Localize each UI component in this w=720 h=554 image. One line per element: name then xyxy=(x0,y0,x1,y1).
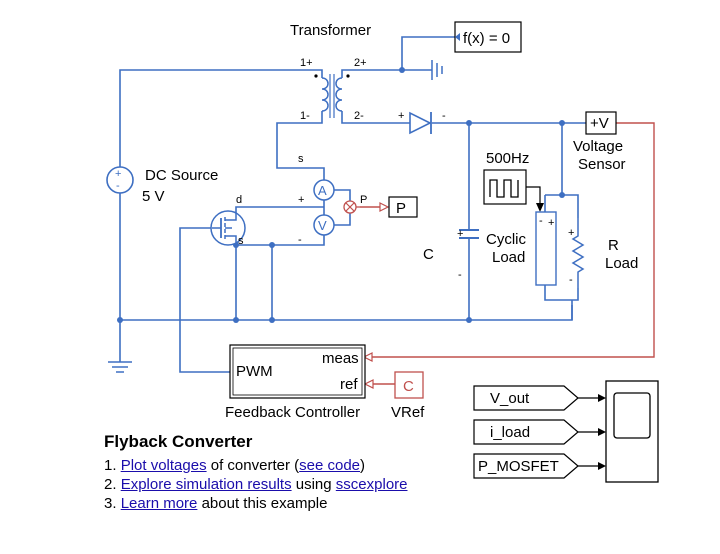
transformer-2plus: 2+ xyxy=(354,57,367,69)
cyclic-load-minus: - xyxy=(539,215,543,227)
product-block[interactable] xyxy=(343,200,360,214)
see-code-link[interactable]: see code xyxy=(299,457,361,474)
voltage-sensor-block[interactable]: +V xyxy=(585,111,617,135)
example-caption: Flyback Converter 1. Plot voltages of co… xyxy=(104,432,464,513)
voltage-sensor-label-1: Voltage xyxy=(573,138,623,155)
example-title: Flyback Converter xyxy=(104,432,253,451)
capacitor-minus: - xyxy=(458,269,462,281)
dc-source-value: 5 V xyxy=(142,188,165,205)
resistor-plus: + xyxy=(568,227,574,239)
cyclic-load-label-1: Cyclic xyxy=(486,231,526,248)
mosfet[interactable] xyxy=(210,210,246,246)
example-links-list: 1. Plot voltages of converter (see code)… xyxy=(104,456,464,513)
pwm-port: PWM xyxy=(236,363,273,380)
diode-minus: - xyxy=(442,110,446,122)
list-item: 1. Plot voltages of converter (see code) xyxy=(104,457,366,474)
from-v-out[interactable]: V_out xyxy=(473,385,606,411)
v-out-label: V_out xyxy=(490,390,530,407)
diode-plus: + xyxy=(398,110,404,122)
ground-icon xyxy=(431,60,443,80)
plot-voltages-link[interactable]: Plot voltages xyxy=(120,457,207,474)
meas-plus: + xyxy=(298,194,304,206)
list-item: 3. Learn more about this example xyxy=(104,495,328,512)
vref-constant-block[interactable]: C xyxy=(394,371,424,399)
capacitor-plus: + xyxy=(457,228,463,240)
explore-results-link[interactable]: Explore simulation results xyxy=(120,476,292,493)
ground-icon-left xyxy=(108,361,132,373)
power-output-block[interactable]: P xyxy=(388,196,418,218)
list-item: 2. Explore simulation results using ssce… xyxy=(104,476,408,493)
resistor[interactable] xyxy=(571,218,585,288)
cyclic-load-label-2: Load xyxy=(492,249,525,266)
transformer[interactable] xyxy=(314,69,350,124)
voltage-sensor-port: +V xyxy=(590,115,609,132)
mosfet-d: d xyxy=(236,194,242,206)
diode[interactable] xyxy=(409,111,432,135)
capacitor[interactable] xyxy=(459,229,479,239)
transformer-1plus: 1+ xyxy=(300,57,313,69)
i-load-label: i_load xyxy=(490,424,530,441)
learn-more-link[interactable]: Learn more xyxy=(120,495,198,512)
transformer-1minus: 1- xyxy=(300,110,310,122)
feedback-controller-label: Feedback Controller xyxy=(225,404,360,421)
sensor-s-top: s xyxy=(298,153,304,165)
pulse-generator-block[interactable] xyxy=(483,169,544,212)
ref-port: ref xyxy=(340,376,358,393)
power-output-label: P xyxy=(396,200,406,217)
mosfet-s: s xyxy=(238,235,244,247)
capacitor-label: C xyxy=(423,246,434,263)
meas-minus: - xyxy=(298,234,302,246)
product-P-port: P xyxy=(360,194,367,206)
meas-port: meas xyxy=(322,350,359,367)
svg-text:A: A xyxy=(318,183,327,198)
transformer-2minus: 2- xyxy=(354,110,364,122)
from-i-load[interactable]: i_load xyxy=(473,419,606,445)
feedback-controller-block[interactable]: PWM meas ref xyxy=(229,344,366,399)
cyclic-load-block[interactable] xyxy=(535,211,557,286)
sscexplore-link[interactable]: sscexplore xyxy=(335,476,408,493)
dc-source-label: DC Source xyxy=(145,167,218,184)
cyclic-load-plus: + xyxy=(548,217,554,229)
voltage-sensor-label-2: Sensor xyxy=(578,156,626,173)
resistor-minus: - xyxy=(569,274,573,286)
vref-label: VRef xyxy=(391,404,425,421)
signal-wires xyxy=(360,122,655,389)
r-load-label-1: R xyxy=(608,237,619,254)
dc-source[interactable]: + - xyxy=(106,166,134,194)
p-mosfet-label: P_MOSFET xyxy=(478,458,559,475)
solver-config-label: f(x) = 0 xyxy=(463,30,510,47)
ammeter[interactable]: A xyxy=(313,179,335,201)
r-load-label-2: Load xyxy=(605,255,638,272)
svg-text:+: + xyxy=(115,168,121,180)
scope-block[interactable] xyxy=(605,380,659,483)
pulse-frequency-label: 500Hz xyxy=(486,150,529,167)
from-p-mosfet[interactable]: P_MOSFET xyxy=(473,453,606,479)
solver-config-block[interactable]: f(x) = 0 xyxy=(454,21,522,53)
svg-text:-: - xyxy=(116,180,120,192)
transformer-label: Transformer xyxy=(290,22,371,39)
svg-text:V: V xyxy=(318,218,327,233)
vref-constant-value: C xyxy=(403,378,414,395)
voltmeter[interactable]: V xyxy=(313,214,335,236)
